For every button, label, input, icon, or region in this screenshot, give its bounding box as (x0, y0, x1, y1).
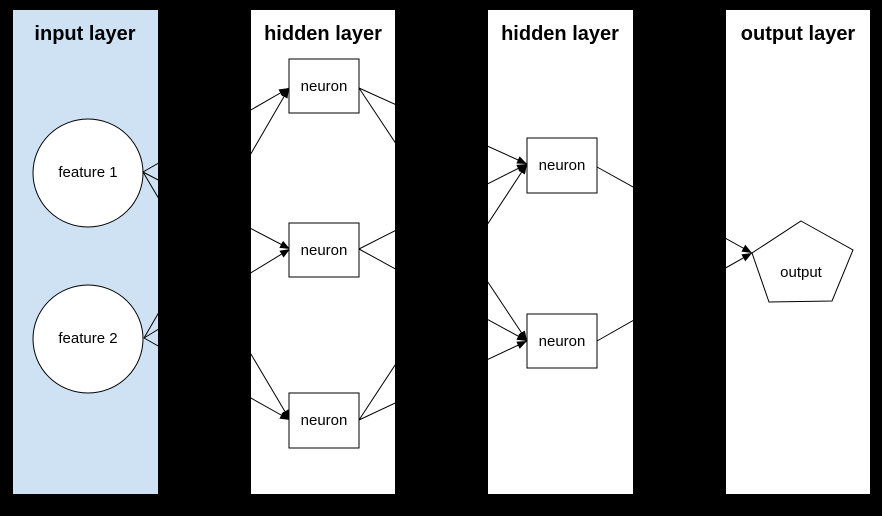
feature-2-label: feature 2 (58, 330, 117, 347)
hidden-1-neuron-1-node (288, 58, 360, 114)
output-node (751, 220, 854, 303)
hidden-layer-2-panel (488, 10, 633, 494)
hidden-2-neuron-2-label: neuron (539, 333, 586, 350)
hidden-1-neuron-3-node (288, 392, 360, 449)
feature-1-node (32, 118, 144, 228)
layer-title-hidden-1: hidden layer (264, 23, 382, 45)
hidden-2-neuron-1-label: neuron (539, 157, 586, 174)
output-label: output (780, 264, 823, 281)
hidden-1-neuron-3-label: neuron (301, 412, 348, 429)
hidden-2-neuron-2-node (526, 313, 598, 369)
layer-title-input: input layer (34, 23, 135, 45)
hidden-2-neuron-1-node (526, 137, 598, 194)
feature-2-node (32, 284, 144, 394)
layer-title-hidden-2: hidden layer (501, 23, 619, 45)
hidden-1-neuron-2-label: neuron (301, 242, 348, 259)
hidden-1-neuron-1-label: neuron (301, 78, 348, 95)
layer-title-output: output layer (741, 23, 856, 45)
feature-1-label: feature 1 (58, 164, 117, 181)
hidden-1-neuron-2-node (288, 222, 360, 278)
input-layer-panel (13, 10, 158, 494)
